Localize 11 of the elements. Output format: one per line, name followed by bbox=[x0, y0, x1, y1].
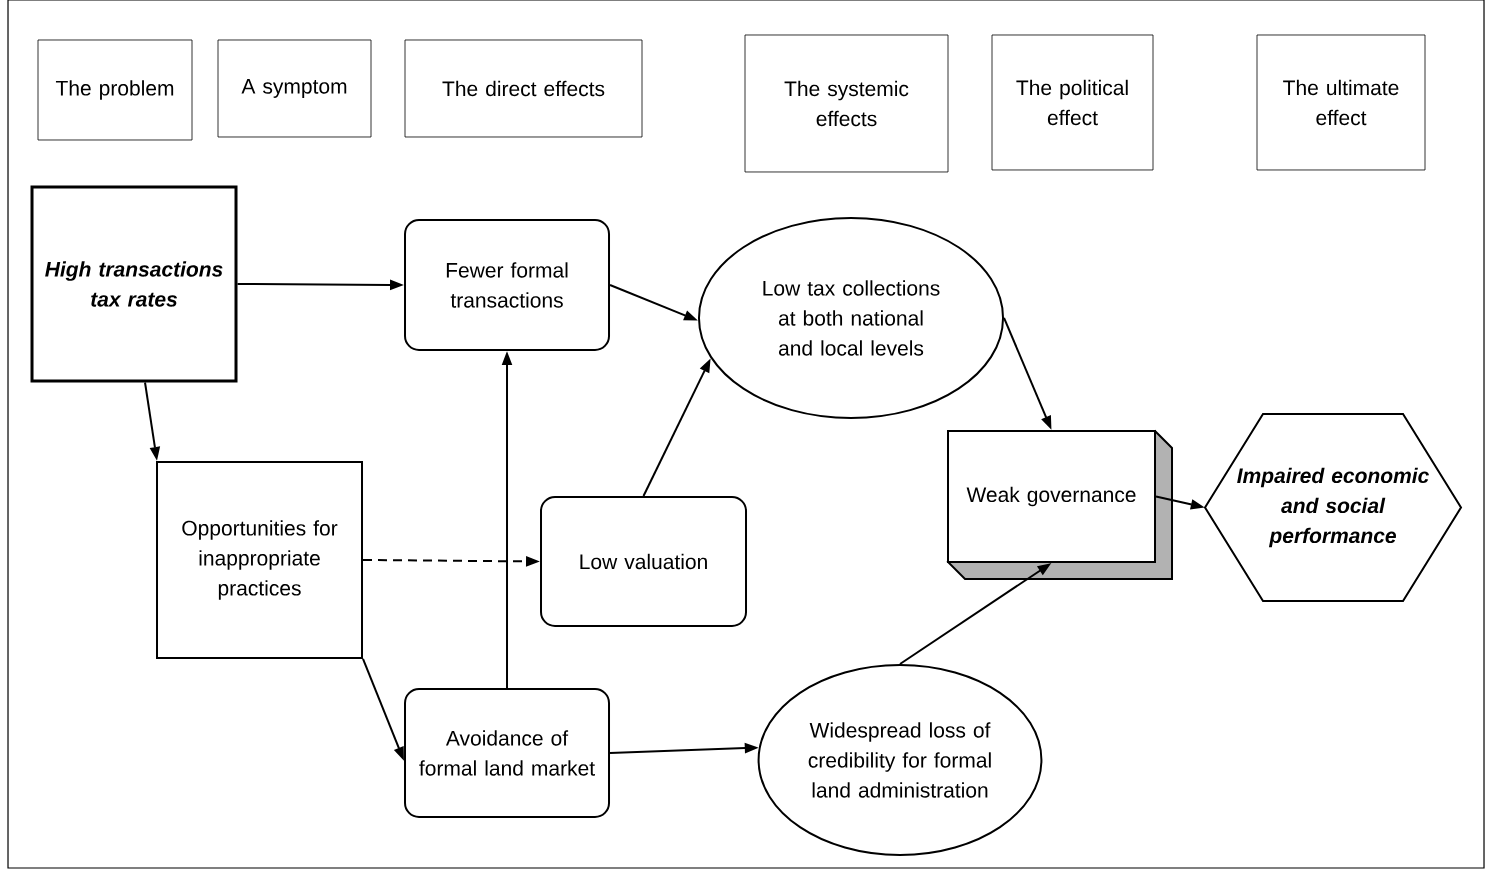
process-box: Avoidance of formal land market bbox=[404, 688, 610, 818]
column-heading-box: A symptom bbox=[217, 39, 372, 138]
column-heading-box: The problem bbox=[37, 39, 193, 141]
column-heading-box: The systemic effects bbox=[744, 34, 949, 173]
column-heading-box: The ultimate effect bbox=[1256, 34, 1426, 171]
process-box: Opportunities for inappropriate practices bbox=[156, 461, 363, 659]
problem-box: High transactions tax rates bbox=[30, 185, 238, 383]
process-box: Low valuation bbox=[540, 496, 747, 627]
process-box: Fewer formal transactions bbox=[404, 219, 610, 351]
column-heading-box: The direct effects bbox=[404, 39, 643, 138]
column-heading-box: The political effect bbox=[991, 34, 1154, 171]
